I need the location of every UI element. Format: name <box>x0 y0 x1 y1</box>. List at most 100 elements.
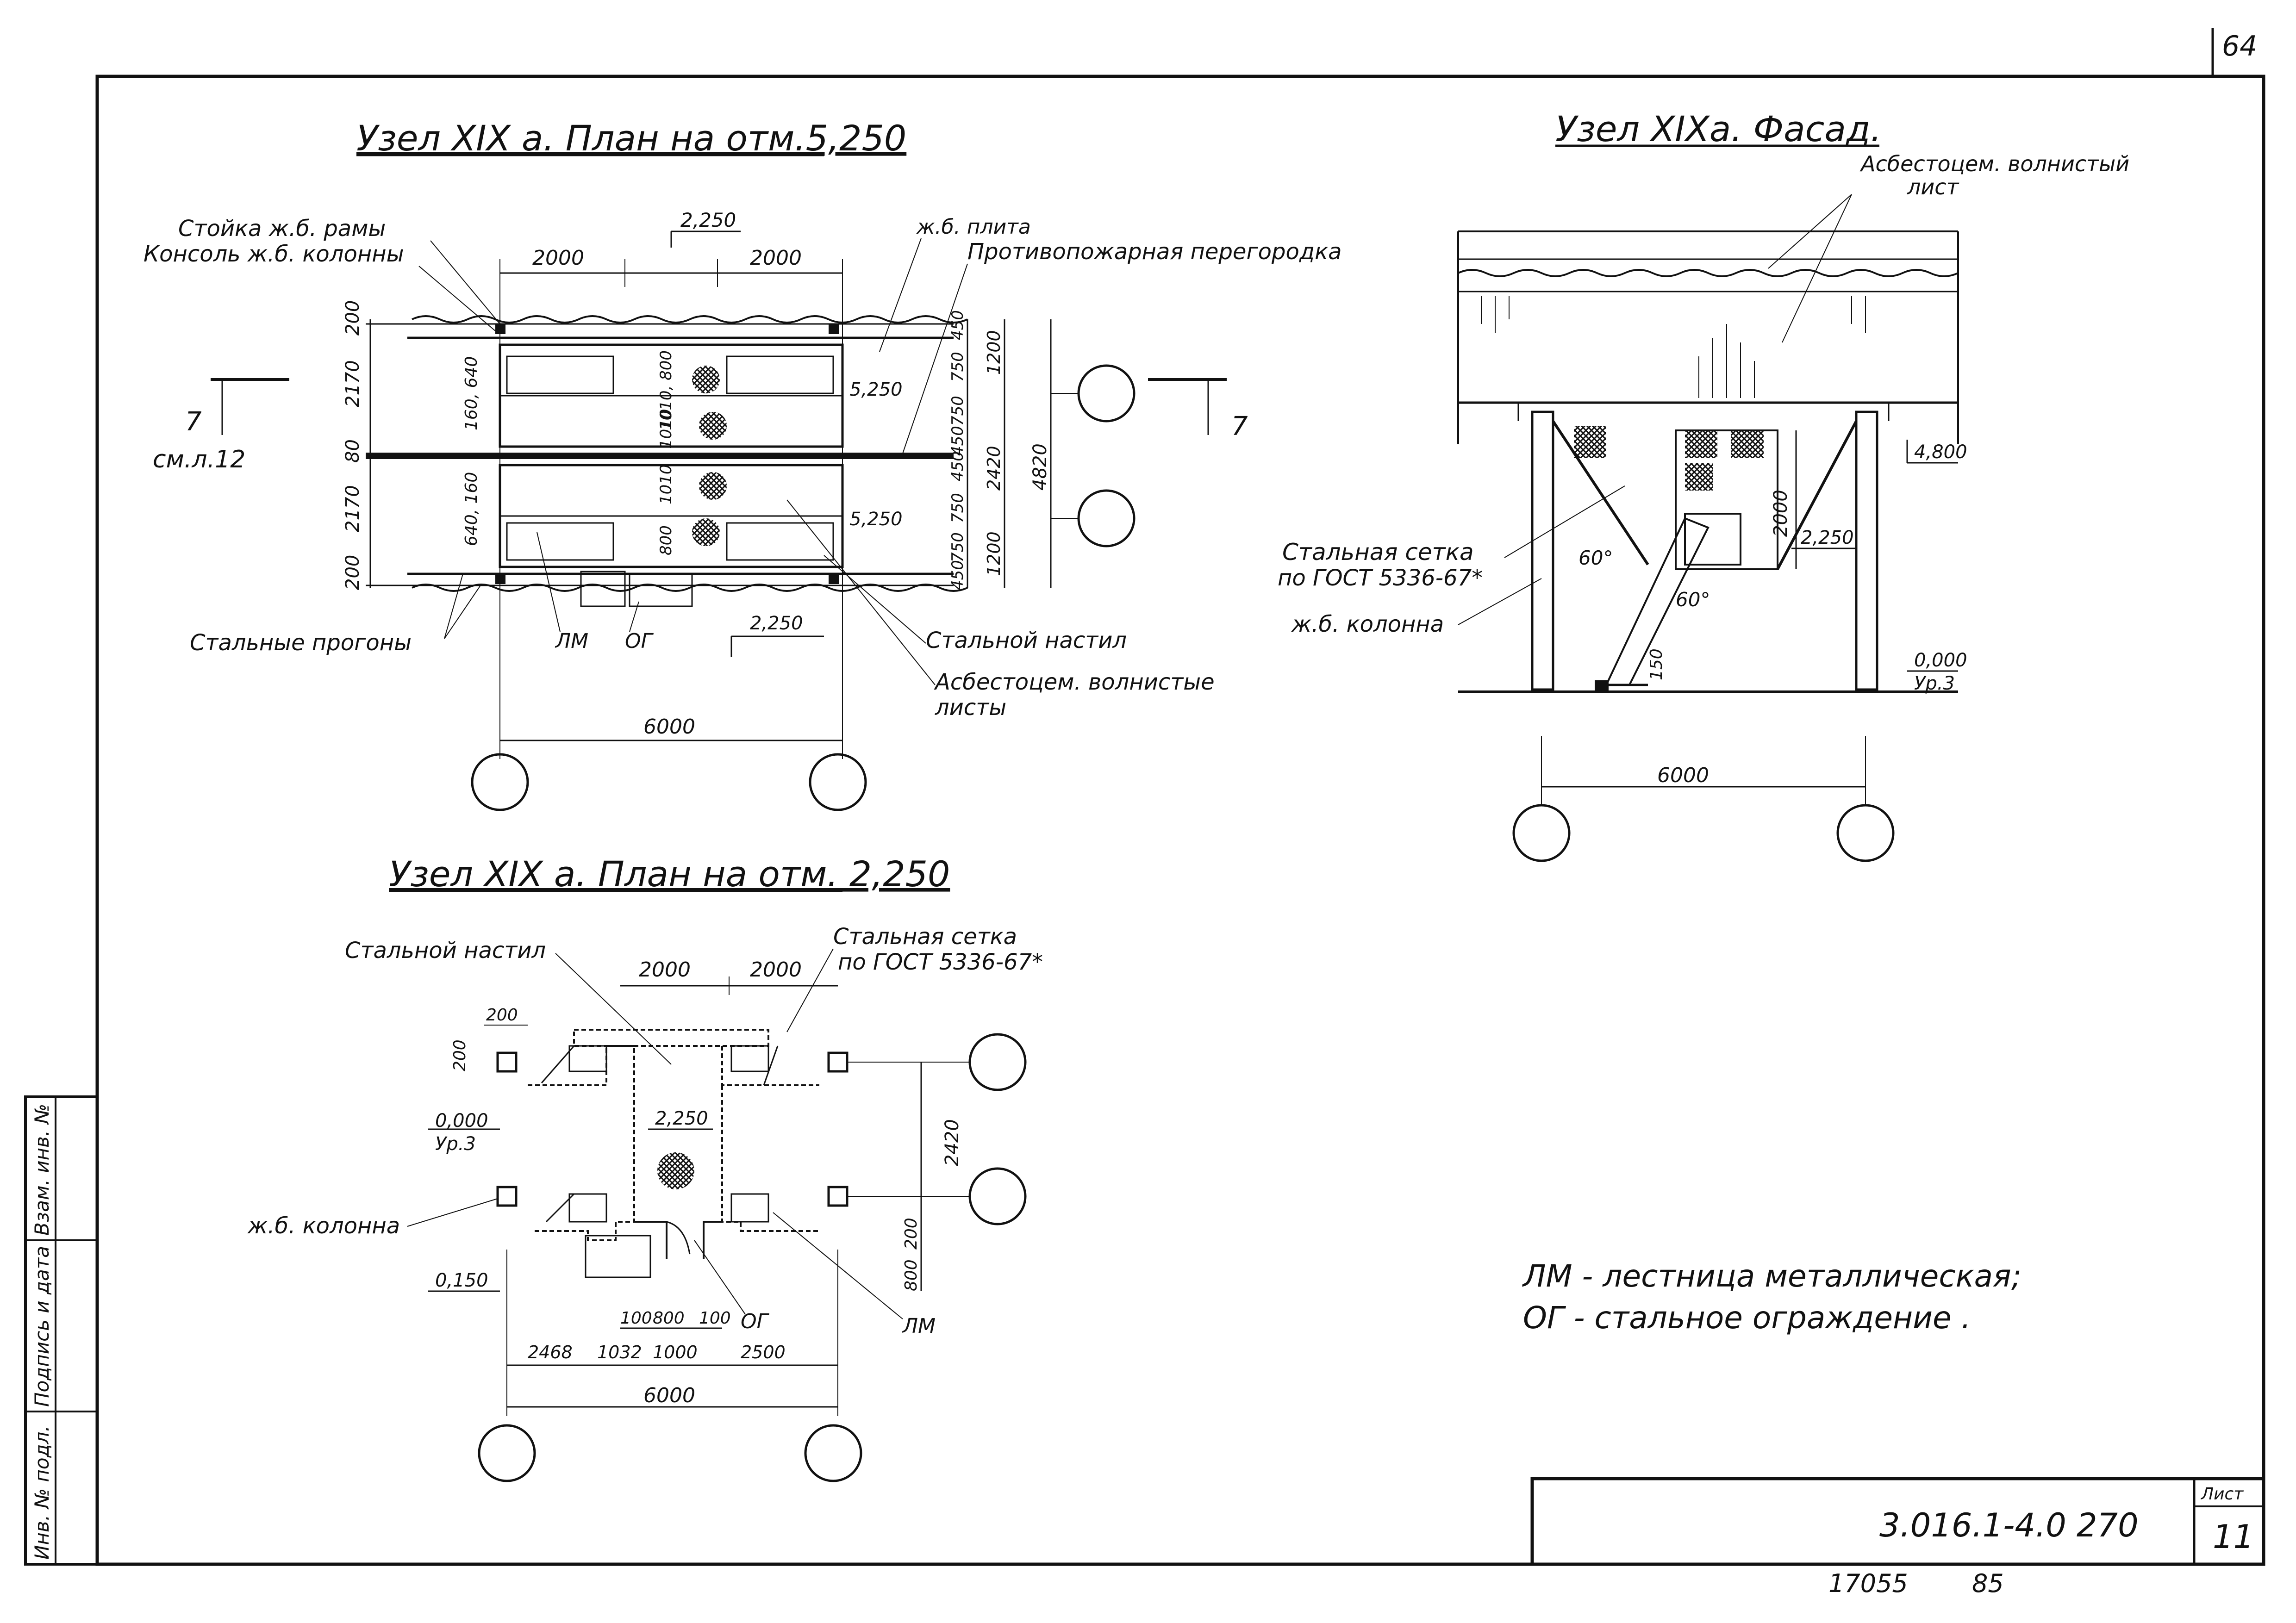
upper-dim-rb-2: 2420 <box>984 446 1004 491</box>
lower-dim-right-small-2: 800 <box>902 1259 921 1291</box>
lower-label-kolonna: ж.б. колонна <box>247 1213 400 1239</box>
axis-bubble-upper-4 <box>809 753 867 811</box>
lower-level-2250: 2,250 <box>655 1108 708 1129</box>
upper-dim-left-4: 2170 <box>342 485 363 532</box>
upper-dim-ra-2: 750 <box>948 352 967 382</box>
upper-dim-ra-7: 750 <box>948 532 967 562</box>
lower-dim-bottom-4: 2500 <box>741 1342 786 1362</box>
upper-dim-left-1: 200 <box>342 300 363 336</box>
lower-dim-door-3: 100 <box>699 1309 731 1328</box>
facade-level-0-sub: Ур.3 <box>1914 673 1955 694</box>
label-rama: Стойка ж.б. рамы <box>178 216 386 242</box>
axis-bubble-lower-3 <box>478 1424 536 1482</box>
facade-hatch <box>1481 296 1866 398</box>
upper-dim-rc: 4820 <box>1029 443 1051 491</box>
upper-dim-mid-3: 1010 <box>657 464 675 504</box>
label-asbest-1: Асбестоцем. волнистые <box>934 669 1215 695</box>
upper-dim-left-2: 2170 <box>342 360 363 407</box>
lower-level-0-sub: Ур.3 <box>435 1133 476 1155</box>
facade-dim-2000: 2000 <box>1770 490 1791 537</box>
sheet-frame: 64 <box>95 28 2265 1566</box>
stamp-vzam: Взам. инв. № <box>31 1104 53 1236</box>
axis-bubble-facade-2 <box>1836 804 1895 862</box>
facade-column-left <box>1531 410 1554 691</box>
corner-number: 64 <box>2222 30 2257 62</box>
plan-upper-title: Узел XIX а. План на отм.5,250 <box>356 118 906 159</box>
upper-dim-inner-1: 160, 640 <box>462 356 481 430</box>
label-plita: ж.б. плита <box>916 215 1031 239</box>
label-og-upper: ОГ <box>625 629 654 653</box>
axis-bubble-lower-2 <box>968 1167 1027 1225</box>
lower-dim-right-small-1: 200 <box>902 1218 921 1250</box>
lower-label-og: ОГ <box>741 1310 770 1333</box>
upper-level-right-2: 5,250 <box>849 509 903 530</box>
upper-dim-ra-5: 450 <box>948 451 967 481</box>
label-konsol: Консоль ж.б. колонны <box>144 241 404 267</box>
column-lower-2-icon <box>827 1051 849 1073</box>
label-lm-upper: ЛМ <box>555 629 588 653</box>
lower-dim-bottom-1: 2468 <box>528 1342 573 1362</box>
left-stamp: Инв. № подл. Подпись и дата Взам. инв. № <box>24 1095 99 1566</box>
facade-angle-1: 60° <box>1578 547 1613 569</box>
facade: Узел XIXа. Фасад. <box>1278 108 2129 862</box>
lower-label-setka-1: Стальная сетка <box>833 924 1017 950</box>
facade-label-asbest-1: Асбестоцем. волнистый <box>1859 151 2129 176</box>
lower-dim-door-2: 800 <box>653 1309 685 1328</box>
plan-lower-title: Узел XIX а. План на отм. 2,250 <box>389 853 950 895</box>
column-lower-3-icon <box>496 1186 518 1207</box>
title-block: 3.016.1-4.0 270 Лист 11 17055 85 <box>1530 1477 2265 1598</box>
label-progony: Стальные прогоны <box>190 630 412 656</box>
upper-dim-inner-2: 640, 160 <box>462 472 481 546</box>
section-ref: см.л.12 <box>153 446 245 473</box>
legend-line-2: ОГ - стальное ограждение . <box>1523 1300 1971 1336</box>
facade-label-kolonna: ж.б. колонна <box>1291 611 1444 637</box>
lower-dim-200b: 200 <box>450 1039 469 1071</box>
facade-label-asbest-2: лист <box>1907 174 1959 199</box>
upper-dim-bottom: 6000 <box>643 715 695 739</box>
lower-level-0: 0,000 <box>435 1110 488 1132</box>
upper-dim-rb-3: 1200 <box>984 531 1004 576</box>
stamp-podpis: Подпись и дата <box>31 1246 53 1407</box>
label-asbest-2: листы <box>935 695 1006 721</box>
upper-dim-ra-4: 450 <box>948 426 967 456</box>
axis-bubble-upper-3 <box>471 753 529 811</box>
upper-dim-top-2: 2000 <box>750 246 802 270</box>
stairs-upper <box>506 355 834 561</box>
column-lower-4-icon <box>827 1186 849 1207</box>
upper-dim-left-3: 80 <box>342 439 363 463</box>
stamp-inv-podl: Инв. № подл. <box>31 1425 53 1560</box>
stairs-lower <box>541 1045 779 1278</box>
upper-dim-ra-6: 750 <box>948 493 967 523</box>
facade-column-right <box>1855 410 1878 691</box>
lower-dim-door-1: 100 <box>620 1309 652 1328</box>
upper-dim-ra-8: 450 <box>948 560 967 590</box>
upper-level-bottom: 2,250 <box>750 613 803 634</box>
lower-dim-right: 2420 <box>942 1119 963 1166</box>
lower-dim-top-1: 2000 <box>639 958 691 982</box>
section-mark-left: 7 <box>185 407 202 437</box>
legend: ЛМ - лестница металлическая; ОГ - стальн… <box>1522 1258 2021 1336</box>
plan-lower: Узел XIX а. План на отм. 2,250 20 <box>247 853 1043 1482</box>
axis-bubble-lower-1 <box>968 1033 1027 1091</box>
sheet-number: 11 <box>2213 1518 2254 1556</box>
upper-level-top: 2,250 <box>680 209 736 231</box>
upper-dim-mid-2: 1010 <box>657 409 675 449</box>
lower-dim-top-2: 2000 <box>750 958 802 982</box>
drawing-code: 3.016.1-4.0 270 <box>1879 1506 2139 1544</box>
column-lr-icon <box>829 574 839 584</box>
column-lower-1-icon <box>496 1051 518 1073</box>
facade-dim-bottom: 6000 <box>1657 764 1709 787</box>
lower-dim-200a: 200 <box>486 1006 518 1025</box>
lower-label-setka-2: по ГОСТ 5336-67* <box>838 949 1043 975</box>
axis-bubble-facade-1 <box>1512 804 1571 862</box>
column-ur-icon <box>829 324 839 334</box>
facade-title: Узел XIXа. Фасад. <box>1555 108 1882 149</box>
lower-dim-bottom-2: 1032 <box>597 1342 642 1362</box>
axis-bubble-upper-1 <box>1077 364 1136 423</box>
upper-dim-mid-4: 800 <box>657 525 675 555</box>
facade-label-setka-1: Стальная сетка <box>1282 539 1474 566</box>
plan-upper: Узел XIX а. План на отм.5,250 <box>144 118 1341 811</box>
facade-level-2250: 2,250 <box>1801 527 1854 548</box>
upper-dim-rb-1: 1200 <box>984 330 1004 375</box>
bottom-number-1: 17055 <box>1828 1569 1908 1598</box>
